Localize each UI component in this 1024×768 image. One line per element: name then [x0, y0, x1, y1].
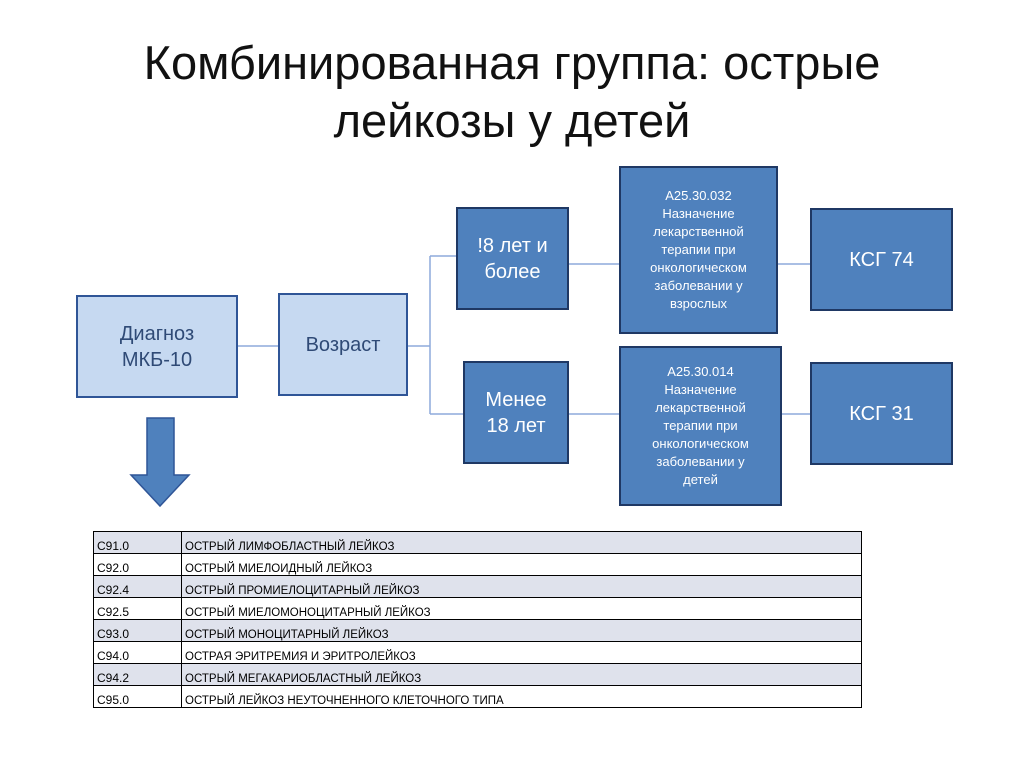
child-service-line1: Назначение [664, 382, 737, 398]
table-row: C94.2 Острый мегакариобластный лейкоз [93, 663, 862, 686]
table-cell-code: C93.0 [93, 619, 182, 642]
adult-service-line6: взрослых [669, 295, 728, 311]
adult-age-line2: более [484, 260, 541, 283]
child-service-line2: лекарственной [655, 400, 746, 416]
child-service-line6: детей [683, 471, 718, 487]
table-row: C95.0 Острый лейкоз неуточненного клеточ… [93, 685, 862, 708]
slide-title: Комбинированная группа: острые лейкозы у… [62, 34, 962, 150]
table-cell-name: Острый мегакариобластный лейкоз [181, 663, 862, 686]
table-row: C91.0 Острый лимфобластный лейкоз [93, 531, 862, 554]
table-cell-name: Острый моноцитарный лейкоз [181, 619, 862, 642]
adult-service-box: A25.30.032 Назначение лекарственной тера… [619, 166, 778, 334]
adult-service-line4: онкологическом [650, 259, 747, 275]
diagnosis-label-line2: МКБ-10 [121, 348, 193, 371]
table-cell-code: C95.0 [93, 685, 182, 708]
table-cell-code: C92.5 [93, 597, 182, 620]
table-row: C92.4 Острый промиелоцитарный лейкоз [93, 575, 862, 598]
ksg-31-box: КСГ 31 [810, 362, 953, 465]
adult-age-line1: !8 лет и [477, 234, 548, 257]
age-box: Возраст [278, 293, 408, 396]
table-row: C94.0 Острая эритремия и эритролейкоз [93, 641, 862, 664]
table-cell-name: Острая эритремия и эритролейкоз [181, 641, 862, 664]
adult-service-code: A25.30.032 [665, 188, 732, 204]
table-row: C93.0 Острый моноцитарный лейкоз [93, 619, 862, 642]
adult-service-line1: Назначение [662, 206, 735, 222]
child-service-line5: заболевании у [656, 453, 745, 469]
diagnosis-label-line1: Диагноз [119, 322, 195, 345]
adult-service-line5: заболевании у [654, 277, 743, 293]
child-age-line1: Менее [485, 388, 547, 411]
table-cell-name: Острый лейкоз неуточненного клеточного т… [181, 685, 862, 708]
adult-service-line2: лекарственной [653, 224, 744, 240]
child-age-line2: 18 лет [486, 414, 546, 437]
table-row: C92.0 Острый миелоидный лейкоз [93, 553, 862, 576]
ksg-31-label: КСГ 31 [849, 402, 914, 425]
table-cell-name: Острый лимфобластный лейкоз [181, 531, 862, 554]
adult-age-box: !8 лет и более [456, 207, 569, 310]
ksg-74-label: КСГ 74 [849, 248, 914, 271]
table-cell-code: C91.0 [93, 531, 182, 554]
down-arrow-icon [129, 417, 191, 508]
table-cell-name: Острый миелоидный лейкоз [181, 553, 862, 576]
table-cell-code: C92.4 [93, 575, 182, 598]
icd-codes-table: C91.0 Острый лимфобластный лейкоз C92.0 … [93, 531, 862, 708]
age-label: Возраст [305, 333, 381, 356]
child-age-box: Менее 18 лет [463, 361, 569, 464]
child-service-line4: онкологическом [652, 435, 749, 451]
table-cell-code: C94.2 [93, 663, 182, 686]
table-cell-name: Острый промиелоцитарный лейкоз [181, 575, 862, 598]
table-row: C92.5 Острый миеломоноцитарный лейкоз [93, 597, 862, 620]
adult-service-line3: терапии при [661, 242, 736, 258]
table-cell-name: Острый миеломоноцитарный лейкоз [181, 597, 862, 620]
diagnosis-box: Диагноз МКБ-10 [76, 295, 238, 398]
table-cell-code: C92.0 [93, 553, 182, 576]
ksg-74-box: КСГ 74 [810, 208, 953, 311]
child-service-box: A25.30.014 Назначение лекарственной тера… [619, 346, 782, 506]
slide-title-line1: Комбинированная группа: острые [143, 36, 881, 89]
child-service-line3: терапии при [663, 418, 738, 434]
slide-title-line2: лейкозы у детей [333, 94, 691, 147]
child-service-code: A25.30.014 [667, 364, 734, 380]
table-cell-code: C94.0 [93, 641, 182, 664]
